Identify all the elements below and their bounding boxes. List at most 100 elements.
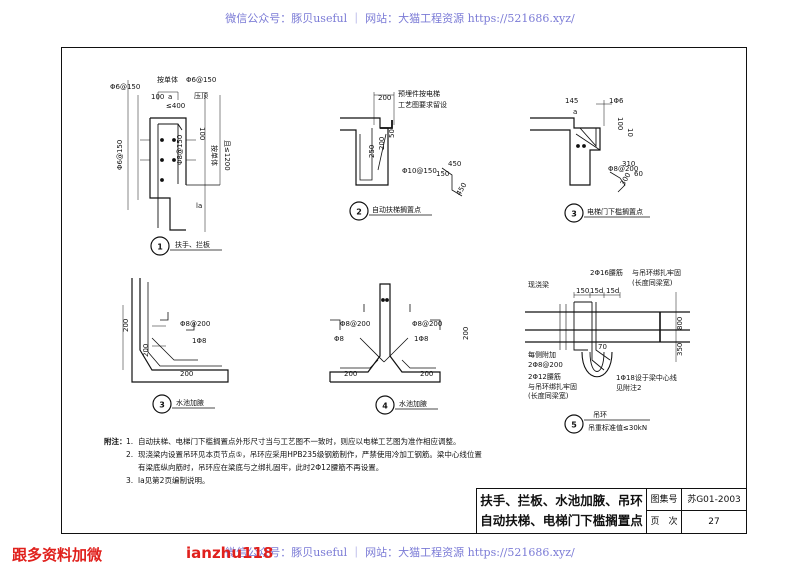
svg-text:Φ6@150: Φ6@150	[110, 83, 140, 91]
drawing-title: 扶手、拦板、水池加腋、吊环 自动扶梯、电梯门下槛搁置点	[477, 489, 647, 533]
svg-text:与吊环绑扎牢固: 与吊环绑扎牢固	[528, 382, 577, 391]
svg-text:现浇梁: 现浇梁	[528, 280, 549, 289]
svg-text:15d: 15d	[590, 287, 603, 295]
detail-1-labels: 按单体 Φ6@150 Φ6@150 压顶 100 a ≤400 100 Φ6@1…	[110, 75, 231, 210]
detail-4-caption: 水池加腋	[399, 399, 427, 408]
svg-text:145: 145	[565, 97, 578, 105]
detail-4-drawing	[329, 283, 441, 383]
svg-text:Φ8@200: Φ8@200	[180, 320, 210, 328]
detail-4-number-circle	[375, 395, 395, 415]
svg-text:200: 200	[180, 370, 193, 378]
svg-text:1Φ18设于梁中心线: 1Φ18设于梁中心线	[616, 373, 677, 382]
page-number-label: 页 次	[647, 511, 682, 533]
footer-promo-left: 跟多资料加微	[12, 546, 103, 564]
svg-text:2Φ8@200: 2Φ8@200	[528, 361, 563, 369]
note-item: 2.现浇梁内设置吊环见本页节点⑤，吊环应采用HPB235级钢筋制作，严禁使用冷加…	[126, 450, 482, 472]
svg-text:(长度同梁宽): (长度同梁宽)	[528, 391, 569, 400]
svg-text:Φ8@150: Φ8@150	[176, 135, 184, 165]
detail-3b-labels: 200 Φ8@200 1Φ8 200 200	[122, 319, 210, 378]
svg-text:310: 310	[622, 160, 635, 168]
svg-text:预埋件按电梯: 预埋件按电梯	[398, 89, 440, 98]
svg-text:且≤1200: 且≤1200	[223, 140, 231, 171]
detail-5-number: 5	[571, 421, 577, 430]
svg-text:200: 200	[344, 370, 357, 378]
svg-text:200: 200	[122, 319, 130, 332]
svg-text:按单体: 按单体	[210, 145, 219, 166]
detail-1-number: 1	[157, 243, 163, 252]
detail-2-caption: 自动扶梯搁置点	[372, 205, 421, 214]
svg-text:100: 100	[151, 93, 164, 101]
detail-1-drawing	[127, 80, 221, 232]
svg-text:与吊环绑扎牢固: 与吊环绑扎牢固	[632, 268, 681, 277]
detail-5-caption: 吊环	[593, 411, 607, 419]
detail-3b-caption: 水池加腋	[176, 398, 204, 407]
title-block: 扶手、拦板、水池加腋、吊环 自动扶梯、电梯门下槛搁置点 图集号 苏G01-200…	[476, 488, 747, 534]
note-item: 3.la见第2页编制说明。	[126, 476, 210, 485]
detail-5-labels: 2Φ16腰筋 与吊环绑扎牢固 (长度同梁宽) 现浇梁 150 15d 15d 8…	[528, 268, 684, 400]
detail-5-subcaption: 吊重标准值≤30kN	[588, 423, 647, 432]
svg-text:450: 450	[448, 160, 461, 168]
notes-label: 附注：	[104, 437, 127, 446]
svg-text:100: 100	[616, 117, 624, 130]
detail-3b-number: 3	[159, 401, 165, 410]
footer-promo-id: ianzhu118	[186, 544, 274, 562]
svg-text:Φ8@200: Φ8@200	[412, 320, 442, 328]
svg-text:450: 450	[455, 181, 469, 197]
detail-5-drawing	[525, 292, 690, 378]
svg-text:工艺图要求留设: 工艺图要求留设	[398, 100, 447, 109]
svg-text:a: a	[573, 108, 577, 116]
svg-text:150: 150	[436, 170, 449, 178]
svg-text:Φ8@200: Φ8@200	[340, 320, 370, 328]
drawing-sheet	[61, 47, 747, 534]
detail-2-drawing	[340, 92, 463, 197]
svg-text:2Φ12腰筋: 2Φ12腰筋	[528, 372, 561, 381]
detail-3b-number-circle	[152, 394, 172, 414]
svg-text:(长度同梁宽): (长度同梁宽)	[632, 278, 673, 287]
svg-text:50: 50	[388, 129, 396, 138]
detail-1-caption: 扶手、拦板	[175, 240, 210, 249]
detail-3b-drawing	[122, 278, 229, 383]
detail-3-caption: 电梯门下槛搁置点	[587, 207, 643, 216]
svg-text:Φ6@150: Φ6@150	[186, 76, 216, 84]
svg-text:250: 250	[368, 145, 376, 158]
svg-text:Φ8: Φ8	[334, 335, 344, 343]
svg-text:10: 10	[626, 128, 634, 137]
svg-text:压顶: 压顶	[194, 92, 208, 100]
svg-text:200: 200	[462, 327, 470, 340]
svg-text:800: 800	[676, 317, 684, 330]
atlas-number-value: 苏G01-2003	[682, 489, 746, 511]
svg-text:a: a	[168, 93, 172, 101]
svg-text:300: 300	[619, 171, 633, 187]
detail-5-number-circle	[564, 414, 584, 434]
svg-text:200: 200	[378, 137, 386, 150]
page-number-value: 27	[708, 517, 720, 527]
svg-text:每侧附加: 每侧附加	[528, 350, 556, 359]
svg-text:见附注2: 见附注2	[616, 383, 641, 392]
detail-2-labels: 200 预埋件按电梯 工艺图要求留设 250 200 50 Φ10@150 45…	[368, 89, 468, 197]
notes-block: 附注： 1.自动扶梯、电梯门下槛搁置点外形尺寸当与工艺图不一致时，则应以电梯工艺…	[104, 435, 484, 487]
svg-text:350: 350	[676, 343, 684, 356]
svg-text:Φ10@150: Φ10@150	[402, 167, 437, 175]
svg-text:60: 60	[634, 170, 643, 178]
detail-2-number: 2	[356, 208, 362, 217]
svg-text:70: 70	[598, 343, 607, 351]
detail-1-number-circle	[150, 236, 170, 256]
detail-3-drawing	[530, 100, 626, 193]
watermark-top: 微信公众号：豚贝useful ｜ 网站：大猫工程资源 https://52168…	[225, 12, 575, 25]
watermark-bottom: 微信公众号：豚贝useful ｜ 网站：大猫工程资源 https://52168…	[225, 546, 575, 559]
detail-2-number-circle	[349, 201, 369, 221]
note-item: 1.自动扶梯、电梯门下槛搁置点外形尺寸当与工艺图不一致时，则应以电梯工艺图为准作…	[126, 437, 461, 446]
svg-text:2Φ16腰筋: 2Φ16腰筋	[590, 268, 623, 277]
svg-text:15d: 15d	[606, 287, 619, 295]
svg-text:Φ6@150: Φ6@150	[116, 140, 124, 170]
svg-text:100: 100	[198, 127, 206, 140]
svg-text:1Φ8: 1Φ8	[192, 337, 206, 345]
svg-text:200: 200	[142, 344, 150, 357]
svg-text:200: 200	[420, 370, 433, 378]
svg-text:1Φ8: 1Φ8	[414, 335, 428, 343]
svg-text:1Φ6: 1Φ6	[609, 97, 624, 105]
detail-3-number: 3	[571, 210, 577, 219]
svg-text:200: 200	[378, 94, 391, 102]
svg-text:≤400: ≤400	[166, 102, 185, 110]
